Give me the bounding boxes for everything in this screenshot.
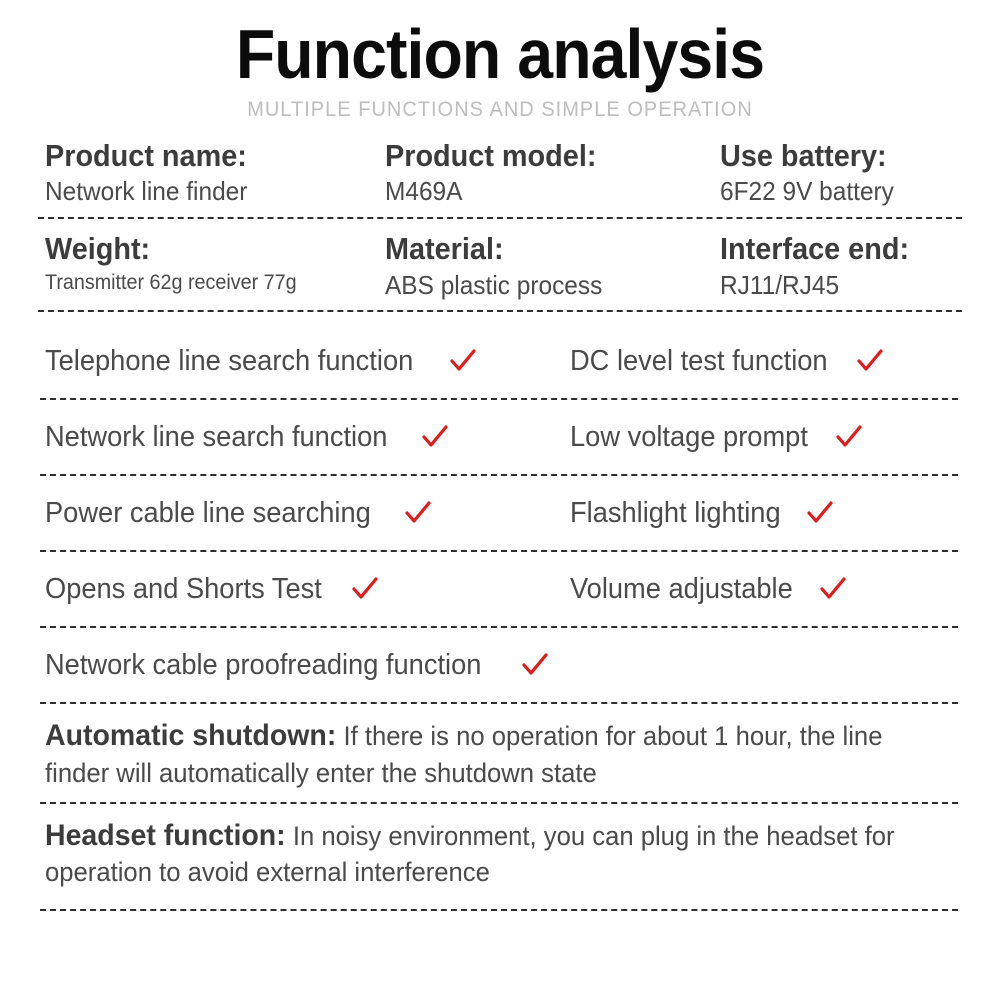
feature-item: Opens and Shorts Test (45, 572, 570, 607)
spec-label: Material: (385, 230, 504, 266)
spec-label: Interface end: (720, 230, 910, 266)
page-subtitle: MULTIPLE FUNCTIONS AND SIMPLE OPERATION (247, 97, 753, 121)
paragraph-body: If there is no operation for about 1 hou… (45, 721, 883, 789)
spec-value: M469A (385, 176, 463, 207)
feature-row: Network line search function Low voltage… (0, 400, 1000, 474)
row-divider (40, 474, 958, 477)
paragraph-lead: Headset function: (45, 818, 286, 852)
row-divider (40, 702, 958, 705)
feature-item: Power cable line searching (45, 496, 570, 531)
feature-label: Network cable proofreading function (45, 649, 482, 682)
feature-label: Network line search function (45, 421, 388, 454)
spec-cell-product-model: Product model: M469A (385, 136, 720, 209)
check-icon (806, 499, 834, 527)
check-icon (835, 423, 863, 451)
spec-row: Product name: Network line finder Produc… (0, 136, 1000, 217)
paragraph: Headset function: In noisy environment, … (45, 816, 912, 891)
feature-label: DC level test function (570, 345, 828, 378)
paragraph-body: In noisy environment, you can plug in th… (45, 820, 895, 888)
feature-label: Power cable line searching (45, 497, 371, 530)
check-icon (421, 423, 449, 451)
feature-item: Telephone line search function (45, 344, 570, 379)
feature-item: Low voltage prompt (570, 420, 960, 455)
row-divider (40, 626, 958, 629)
feature-row: Power cable line searching Flashlight li… (0, 476, 1000, 550)
check-icon (856, 347, 884, 375)
row-divider (40, 801, 958, 804)
check-icon (404, 499, 432, 527)
feature-row: Network cable proofreading function (0, 628, 1000, 702)
spec-value: Network line finder (45, 176, 248, 207)
row-divider (40, 550, 958, 553)
spec-cell-material: Material: ABS plastic process (385, 229, 720, 302)
spec-label: Product name: (45, 137, 247, 173)
feature-label: Flashlight lighting (570, 497, 781, 530)
spec-label: Weight: (45, 230, 151, 266)
check-icon (521, 651, 549, 679)
spec-label: Use battery: (720, 137, 887, 173)
feature-label: Low voltage prompt (570, 421, 808, 454)
paragraph-lead: Automatic shutdown: (45, 719, 337, 753)
spec-value: 6F22 9V battery (720, 176, 894, 207)
check-icon (449, 347, 477, 375)
row-divider (38, 310, 962, 313)
feature-item: DC level test function (570, 344, 960, 379)
check-icon (819, 575, 847, 603)
feature-list: Telephone line search function DC level … (0, 324, 1000, 705)
spec-cell-product-name: Product name: Network line finder (45, 136, 385, 209)
row-divider (40, 398, 958, 401)
feature-row: Telephone line search function DC level … (0, 324, 1000, 398)
page-title: Function analysis (235, 15, 765, 93)
header: Function analysis MULTIPLE FUNCTIONS AND… (0, 0, 1000, 122)
automatic-shutdown-block: Automatic shutdown: If there is no opera… (0, 704, 1000, 801)
feature-item: Network cable proofreading function (45, 648, 960, 683)
spec-value: RJ11/RJ45 (720, 269, 840, 300)
check-icon (351, 575, 379, 603)
spec-cell-interface-end: Interface end: RJ11/RJ45 (720, 229, 990, 302)
row-divider (38, 216, 962, 219)
spec-value: ABS plastic process (385, 269, 603, 300)
spec-cell-weight: Weight: Transmitter 62g receiver 77g (45, 229, 385, 296)
specs-table: Product name: Network line finder Produc… (0, 136, 1000, 313)
headset-function-block: Headset function: In noisy environment, … (0, 804, 1000, 901)
feature-label: Opens and Shorts Test (45, 573, 322, 606)
spec-cell-use-battery: Use battery: 6F22 9V battery (720, 136, 990, 209)
feature-item: Flashlight lighting (570, 496, 960, 531)
feature-item: Volume adjustable (570, 572, 960, 607)
spec-label: Product model: (385, 137, 597, 173)
row-divider (40, 908, 958, 911)
feature-label: Telephone line search function (45, 345, 414, 378)
paragraph: Automatic shutdown: If there is no opera… (45, 716, 912, 791)
spec-value: Transmitter 62g receiver 77g (45, 270, 297, 294)
spec-row: Weight: Transmitter 62g receiver 77g Mat… (0, 219, 1000, 310)
feature-label: Volume adjustable (570, 573, 793, 606)
feature-item: Network line search function (45, 420, 570, 455)
feature-row: Opens and Shorts Test Volume adjustable (0, 552, 1000, 626)
